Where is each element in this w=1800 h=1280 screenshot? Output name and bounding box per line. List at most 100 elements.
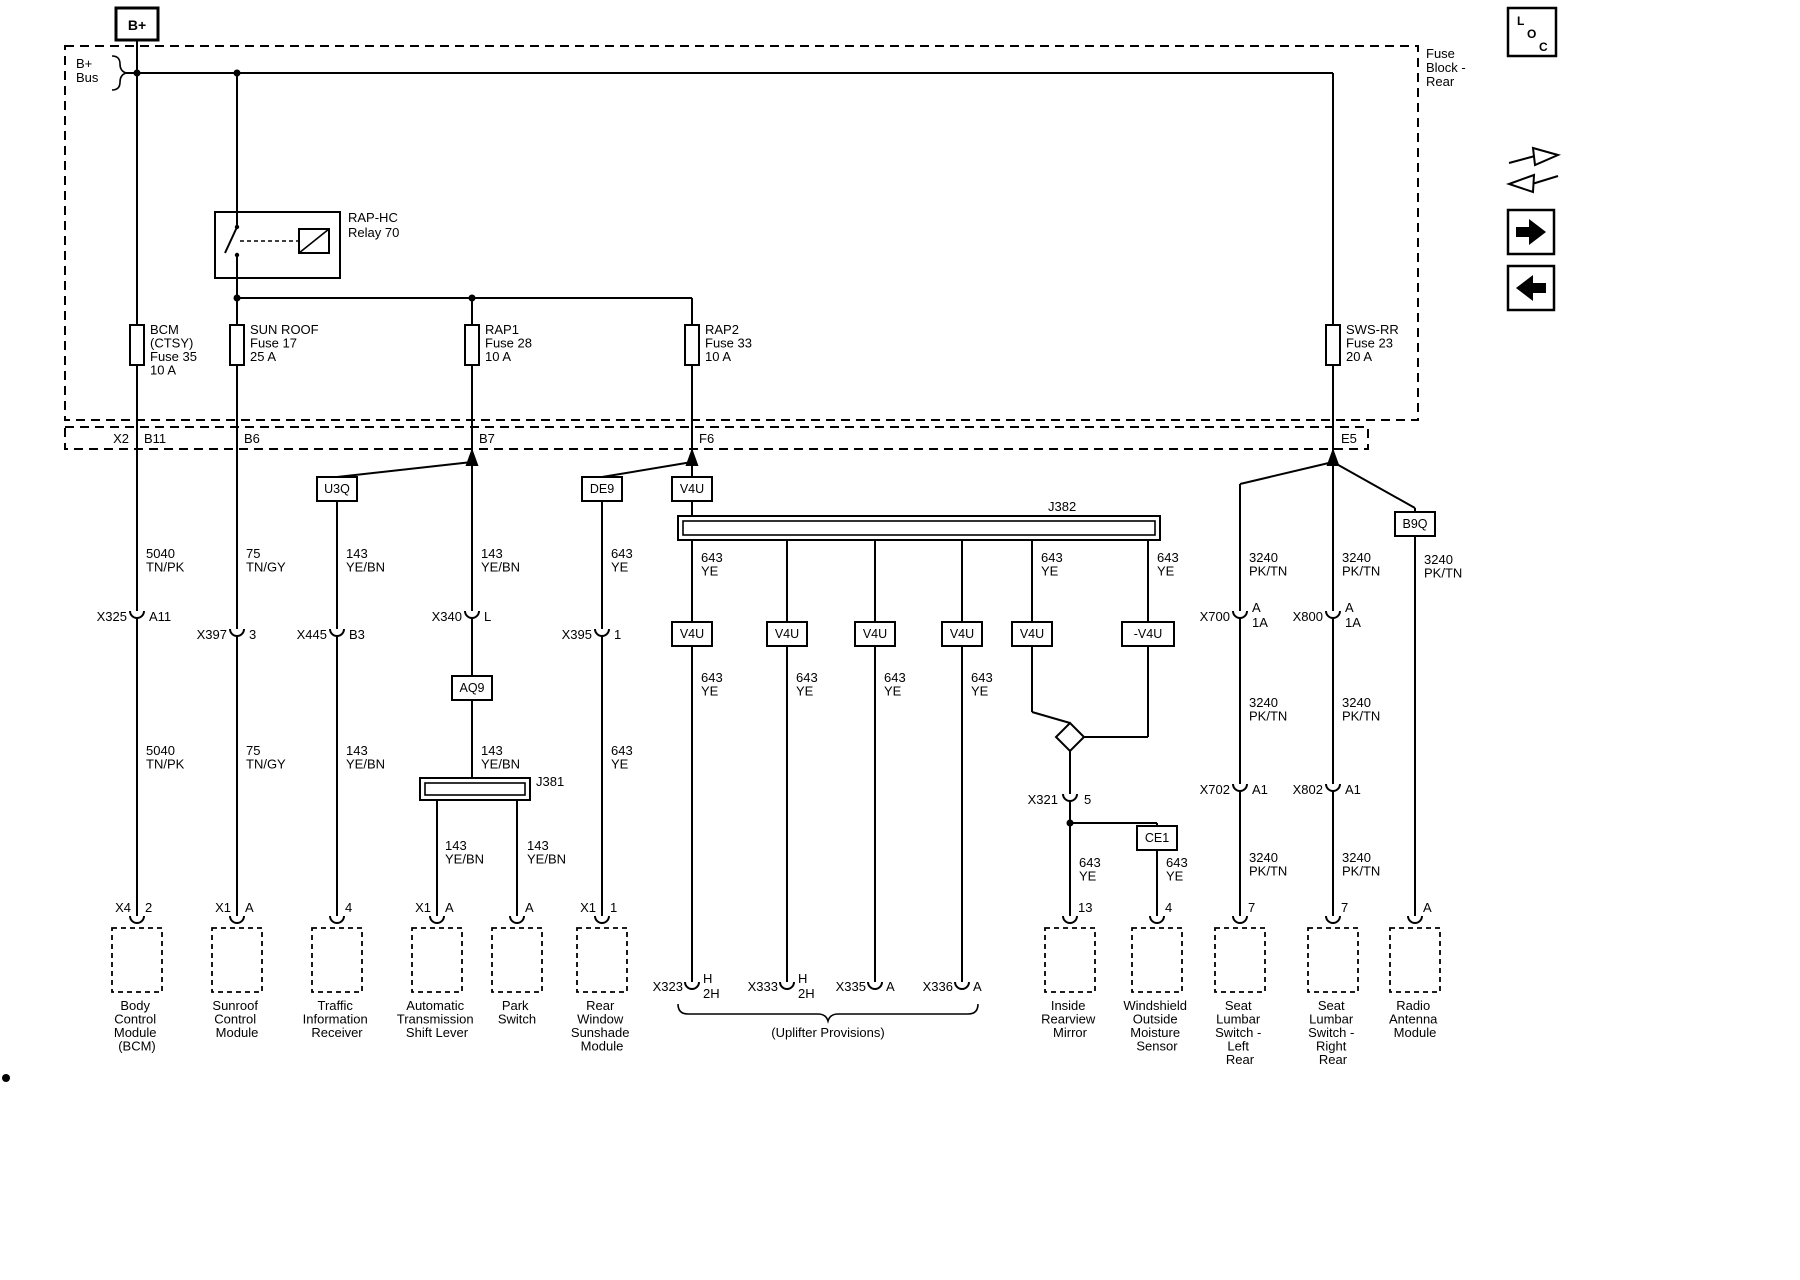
connector-name-x325: X325	[97, 609, 127, 624]
wire-segments	[126, 40, 1416, 982]
module-pin: 7	[1248, 900, 1255, 915]
connector-name-x397: X397	[197, 627, 227, 642]
module-conn: X1	[580, 900, 596, 915]
circuit-color: YE	[1166, 869, 1184, 884]
circuit-number: 3240	[1424, 552, 1453, 567]
connector-strip-outline	[64, 426, 1369, 450]
loc-letter-c: C	[1539, 40, 1548, 54]
right-arrow-icon	[1516, 227, 1530, 237]
circuit-color: YE	[701, 684, 719, 699]
connector-name-x702: X702	[1200, 782, 1230, 797]
loc-button[interactable]: L O C	[1506, 6, 1558, 58]
module-box-shift-lever	[411, 927, 463, 993]
fuse-bcm-ctsy	[129, 324, 145, 366]
previous-page-button[interactable]	[1506, 264, 1556, 312]
j381-inner	[424, 782, 526, 796]
uplifter-pin: 2H	[798, 986, 815, 1001]
fuse-label-line: 25 A	[250, 349, 276, 364]
splice-v4u: V4U	[680, 482, 704, 496]
circuit-number: 5040	[146, 546, 175, 561]
fuse-rap2	[684, 324, 700, 366]
circuit-color: YE	[1041, 564, 1059, 579]
fuse-label-sws-rr: SWS-RR Fuse 23 20 A	[1346, 322, 1402, 364]
connector-cup-x702	[1232, 783, 1248, 792]
circuit-number: 75	[246, 743, 260, 758]
strip-connector-name: X2	[113, 431, 129, 446]
next-page-button[interactable]	[1506, 208, 1556, 256]
module-pin: 4	[1165, 900, 1172, 915]
circuit-number: 643	[1041, 550, 1063, 565]
connector-name-x395: X395	[562, 627, 592, 642]
fuse-label-line: SWS-RR	[1346, 322, 1399, 337]
module-pin: A	[1423, 900, 1432, 915]
b-plus-box	[114, 6, 160, 42]
splice-v4u-box	[766, 621, 808, 647]
pin-cup	[329, 915, 345, 924]
nav-icons: L O C	[1505, 6, 1561, 312]
module-caption-lumbar-left: Seat Lumbar Switch - Left Rear	[1215, 998, 1265, 1067]
splice-boxes: U3Q DE9 V4U AQ9 V4U V4U V4U V4U V4U -V4U…	[316, 476, 1436, 851]
caption-line: Rear	[1319, 1052, 1348, 1067]
diamond-junction	[1054, 721, 1086, 753]
caption-line: Switch	[498, 1012, 536, 1027]
module-box-park-switch	[491, 927, 543, 993]
relay-name-line2: Relay 70	[348, 225, 399, 240]
caption-line: Left	[1227, 1039, 1249, 1054]
schematic-pointer-icon[interactable]	[1505, 146, 1561, 194]
connector-pin-x445: B3	[349, 627, 365, 642]
fuse-label-line: RAP1	[485, 322, 519, 337]
wire-branch	[336, 461, 473, 478]
circuit-number: 5040	[146, 743, 175, 758]
circuit-color: YE	[701, 564, 719, 579]
splice-u3q: U3Q	[324, 482, 350, 496]
circuit-number: 643	[1157, 550, 1179, 565]
module-box-sunshade	[576, 927, 628, 993]
caption-line: Traffic	[317, 998, 353, 1013]
connector-name-x802: X802	[1293, 782, 1323, 797]
caption-line: Switch -	[1215, 1025, 1261, 1040]
circuit-number: 143	[346, 743, 368, 758]
connector-cup-x700	[1232, 610, 1248, 619]
up-arrow-icon	[1326, 448, 1340, 466]
junction-dot	[233, 69, 241, 77]
loc-button-box[interactable]	[1506, 6, 1558, 58]
splice-de9-box	[581, 476, 623, 502]
module-caption-antenna: Radio Antenna Module	[1389, 998, 1441, 1040]
fuse-sws-rr	[1325, 324, 1341, 366]
circuit-color: PK/TN	[1424, 566, 1462, 581]
junction-dot	[133, 69, 141, 77]
fuse-block-title-line: Block -	[1426, 60, 1466, 75]
circuit-color: YE	[611, 560, 629, 575]
connector-pin2-x800: 1A	[1345, 615, 1361, 630]
circuit-number: 643	[796, 670, 818, 685]
circuit-color: YE/BN	[346, 560, 385, 575]
caption-line: Antenna	[1389, 1012, 1438, 1027]
j382-outer	[677, 515, 1161, 541]
module-conn: X1	[215, 900, 231, 915]
connector-strip: X2 B11 B6 B7 F6 E5	[113, 431, 1357, 446]
strip-pin-e5: E5	[1341, 431, 1357, 446]
circuit-color: PK/TN	[1342, 709, 1380, 724]
connector-cup-x325	[129, 610, 145, 619]
module-box-bcm	[111, 927, 163, 993]
left-arrow-head	[1516, 275, 1533, 301]
inline-connector-labels: X325 A11 X397 3 X445 B3 X340 L X395 1 X7…	[97, 600, 1362, 807]
pin-cup-x333	[779, 981, 795, 990]
circuit-number: 143	[445, 838, 467, 853]
splice-minus-v4u-box	[1121, 621, 1175, 647]
connector-name-x800: X800	[1293, 609, 1323, 624]
circuit-color: YE/BN	[481, 560, 520, 575]
circuit-color: YE	[611, 757, 629, 772]
circuit-number: 643	[701, 670, 723, 685]
splice-ce1: CE1	[1145, 831, 1169, 845]
wire-branch	[1332, 461, 1416, 509]
splice-aq9-box	[451, 675, 493, 701]
connector-arrows	[465, 448, 1340, 466]
